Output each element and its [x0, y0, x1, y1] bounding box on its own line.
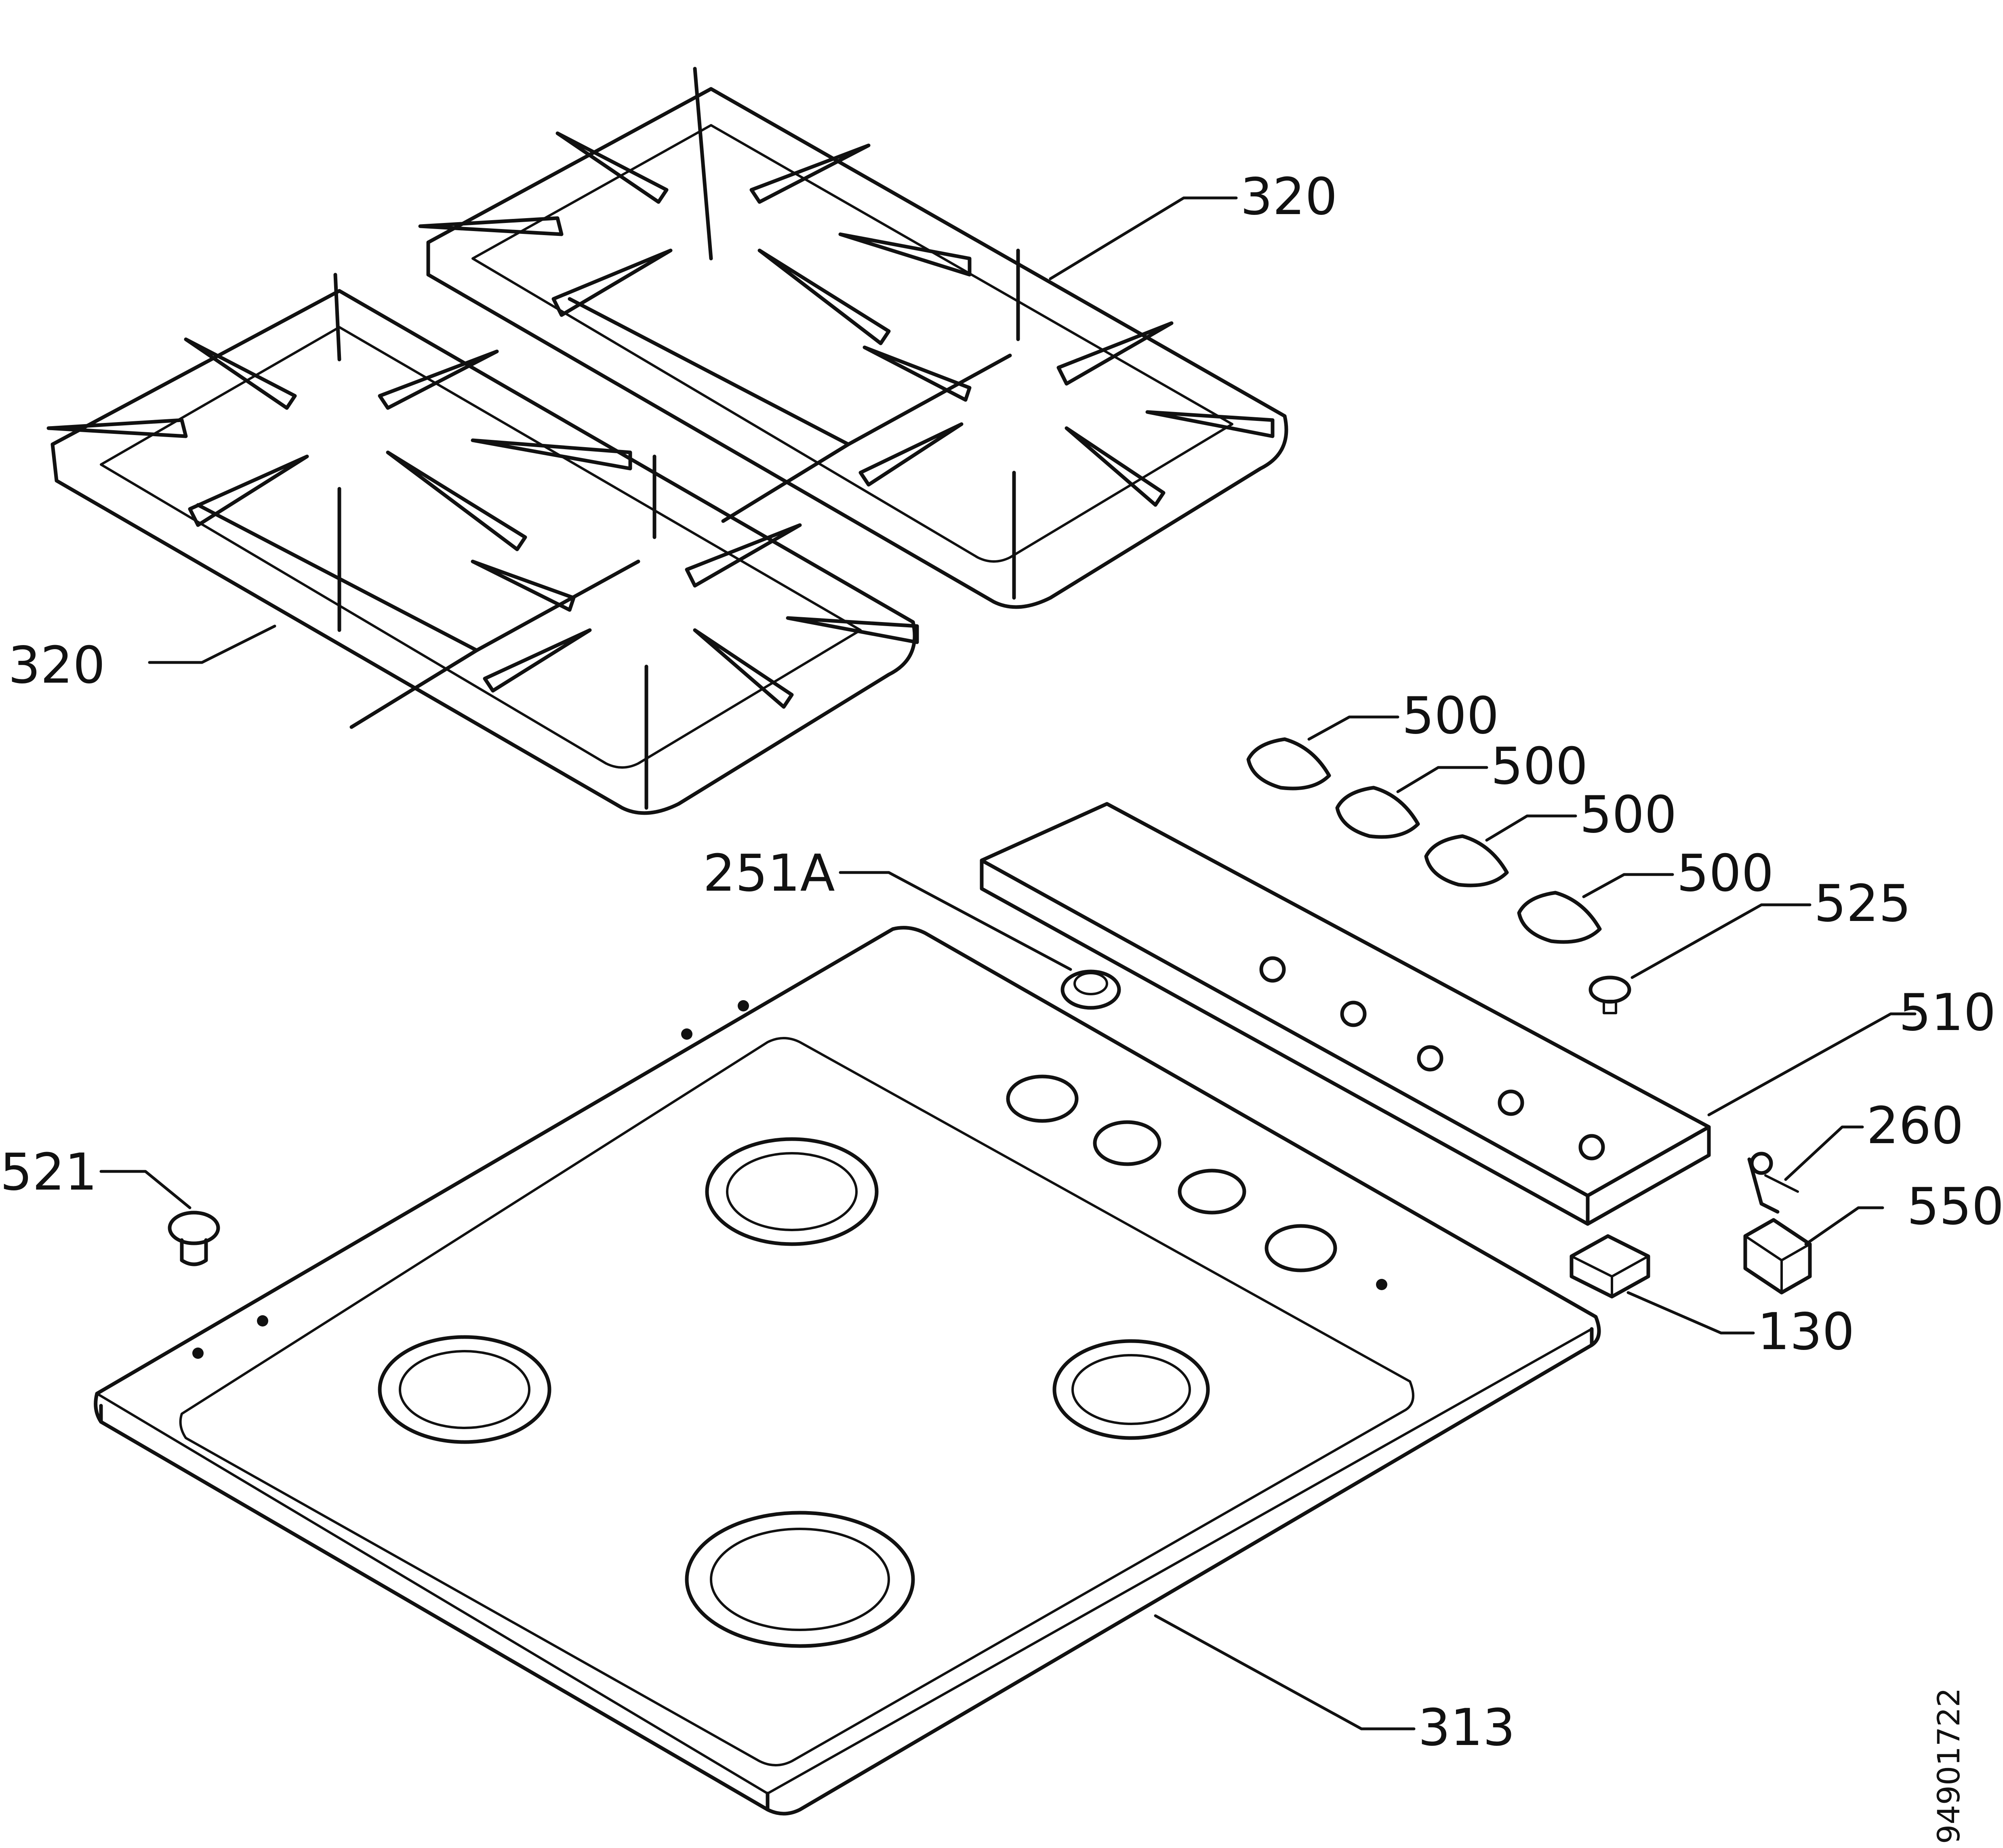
- ignition-part-260: [1747, 1152, 1799, 1214]
- pan-support-grate-left: [46, 273, 919, 815]
- block-130-part: [1570, 1234, 1650, 1299]
- label-button-525: 525: [1814, 874, 1911, 933]
- burner-ring-right: [1052, 1339, 1210, 1440]
- label-knob-2: 500: [1491, 736, 1588, 796]
- control-knob-3: [1424, 834, 1509, 887]
- push-button-525-part: [1589, 976, 1631, 1014]
- label-grate-top: 320: [1240, 167, 1338, 226]
- label-plug-251a: 251A: [703, 843, 835, 903]
- label-knob-1: 500: [1402, 686, 1499, 745]
- label-grate-left: 320: [8, 635, 105, 695]
- burner-ring-left: [378, 1335, 551, 1444]
- label-knob-3: 500: [1580, 785, 1677, 844]
- label-knob-4: 500: [1677, 843, 1774, 903]
- control-knob-1: [1246, 737, 1331, 790]
- label-switch-550: 550: [1907, 1177, 2003, 1236]
- control-panel-strip: [980, 802, 1711, 1226]
- burner-ring-rear: [705, 1137, 879, 1246]
- label-hob-313: 313: [1418, 1698, 1515, 1757]
- foot-521-part: [168, 1211, 220, 1266]
- plug-251a-part: [1060, 969, 1121, 1010]
- label-panel-510: 510: [1899, 983, 1996, 1042]
- drawing-code: 94901722: [1931, 1688, 1967, 1844]
- hob-top-plate: [94, 926, 1601, 1816]
- leader-lines: [99, 196, 1917, 1730]
- label-ignition-260: 260: [1866, 1096, 1964, 1155]
- label-foot-521: 521: [0, 1142, 97, 1202]
- switch-550-part: [1743, 1218, 1812, 1295]
- control-knob-2: [1335, 786, 1420, 839]
- burner-ring-front: [685, 1511, 915, 1648]
- label-block-130: 130: [1757, 1302, 1855, 1361]
- control-knob-4: [1517, 891, 1602, 944]
- pan-support-grate-top: [418, 67, 1288, 609]
- callout-labels: 320 320 500 500 500 500 525 510 260 550 …: [0, 167, 2003, 1844]
